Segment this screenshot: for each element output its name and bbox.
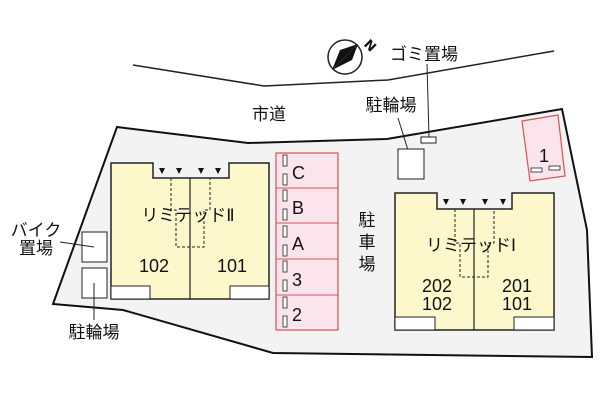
building-limited-1: リミテッドⅠ 202 102 201 101	[394, 192, 555, 331]
parking-space-3: 3	[292, 270, 302, 290]
svg-text:102: 102	[422, 294, 452, 314]
svg-text:リミテッドⅡ: リミテッドⅡ	[141, 206, 234, 226]
svg-text:1: 1	[539, 146, 549, 166]
svg-text:101: 101	[502, 294, 532, 314]
motorbike-parking-label-2: 置場	[19, 239, 53, 259]
svg-text:リミテッドⅠ: リミテッドⅠ	[426, 236, 516, 256]
motorbike-parking	[81, 231, 108, 263]
bicycle-parking-top-label: 駐輪場	[366, 96, 417, 116]
parking-space-c: C	[292, 163, 305, 183]
svg-text:N: N	[360, 37, 378, 55]
svg-text:102: 102	[139, 256, 169, 276]
parking-space-a: A	[292, 234, 304, 254]
motorbike-parking-label: バイク	[11, 221, 62, 241]
parking-strip: C B A 3 2	[275, 152, 339, 331]
parking-lot-label: 駐 車 場	[359, 211, 376, 275]
road-label: 市道	[252, 105, 286, 125]
road-edge	[132, 50, 555, 87]
garbage-area	[420, 136, 437, 144]
bicycle-parking-bottom-label: 駐輪場	[69, 323, 120, 343]
svg-text:202: 202	[422, 276, 452, 296]
svg-text:101: 101	[217, 256, 247, 276]
bicycle-parking-top	[397, 148, 425, 180]
svg-text:201: 201	[502, 276, 532, 296]
svg-text:場: 場	[359, 255, 376, 275]
garbage-area-label: ゴミ置場	[390, 44, 458, 65]
parking-space-b: B	[292, 198, 304, 218]
parking-space-2: 2	[292, 305, 302, 325]
svg-text:駐: 駐	[359, 211, 376, 231]
svg-text:車: 車	[359, 233, 376, 253]
north-arrow-icon: N	[327, 37, 379, 75]
parking-space-1: 1	[521, 114, 566, 182]
building-limited-2: リミテッドⅡ 102 101	[110, 162, 270, 300]
